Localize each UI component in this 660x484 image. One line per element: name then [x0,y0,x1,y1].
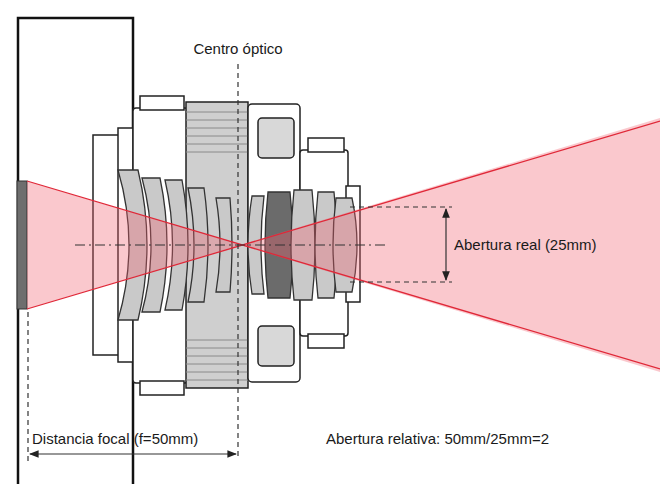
guide-lines-part [445,209,446,280]
lens-barrel-part [308,334,344,348]
lens-barrel-part-part [186,364,248,365]
dimension-label: Abertura real (25mm) [454,236,597,254]
dimension-label: Distancia focal (f=50mm) [32,430,198,448]
lens-barrel-part-part [186,112,248,113]
guide-lines-part [27,312,28,462]
light-cone [27,118,660,372]
lens-barrel-part [258,326,294,366]
guide-lines-part [30,453,236,454]
guide-lines-part [350,281,452,282]
guide-lines [28,64,452,462]
lens-barrel-part [258,118,294,158]
lens-barrel-part-part [186,136,248,137]
lens-barrel-part-part [186,356,248,357]
lens-barrel-part-part [186,372,248,373]
lens-barrel-part-part [186,380,248,381]
guide-lines-part [237,64,238,458]
guide-lines-part [350,206,452,207]
lens-barrel-part [140,381,184,395]
light-cone-part [27,181,240,309]
lens-barrel-part-part [186,348,248,349]
light-cone-part [27,121,660,309]
note-label: Abertura relativa: 50mm/25mm=2 [326,430,549,448]
lens-barrel-part-part [186,128,248,129]
lens-barrel-part [140,96,184,110]
camera-body-part [17,181,27,309]
lens-barrel-part-part [186,152,248,153]
lens-barrel-part [308,138,344,152]
lens-barrel-part-part [186,144,248,145]
lens-barrel-part-part [186,120,248,121]
light-cone-part [27,181,660,369]
lens-barrel-part-part [186,340,248,341]
axis-label: Centro óptico [193,40,282,58]
guide-lines-part [75,244,385,245]
